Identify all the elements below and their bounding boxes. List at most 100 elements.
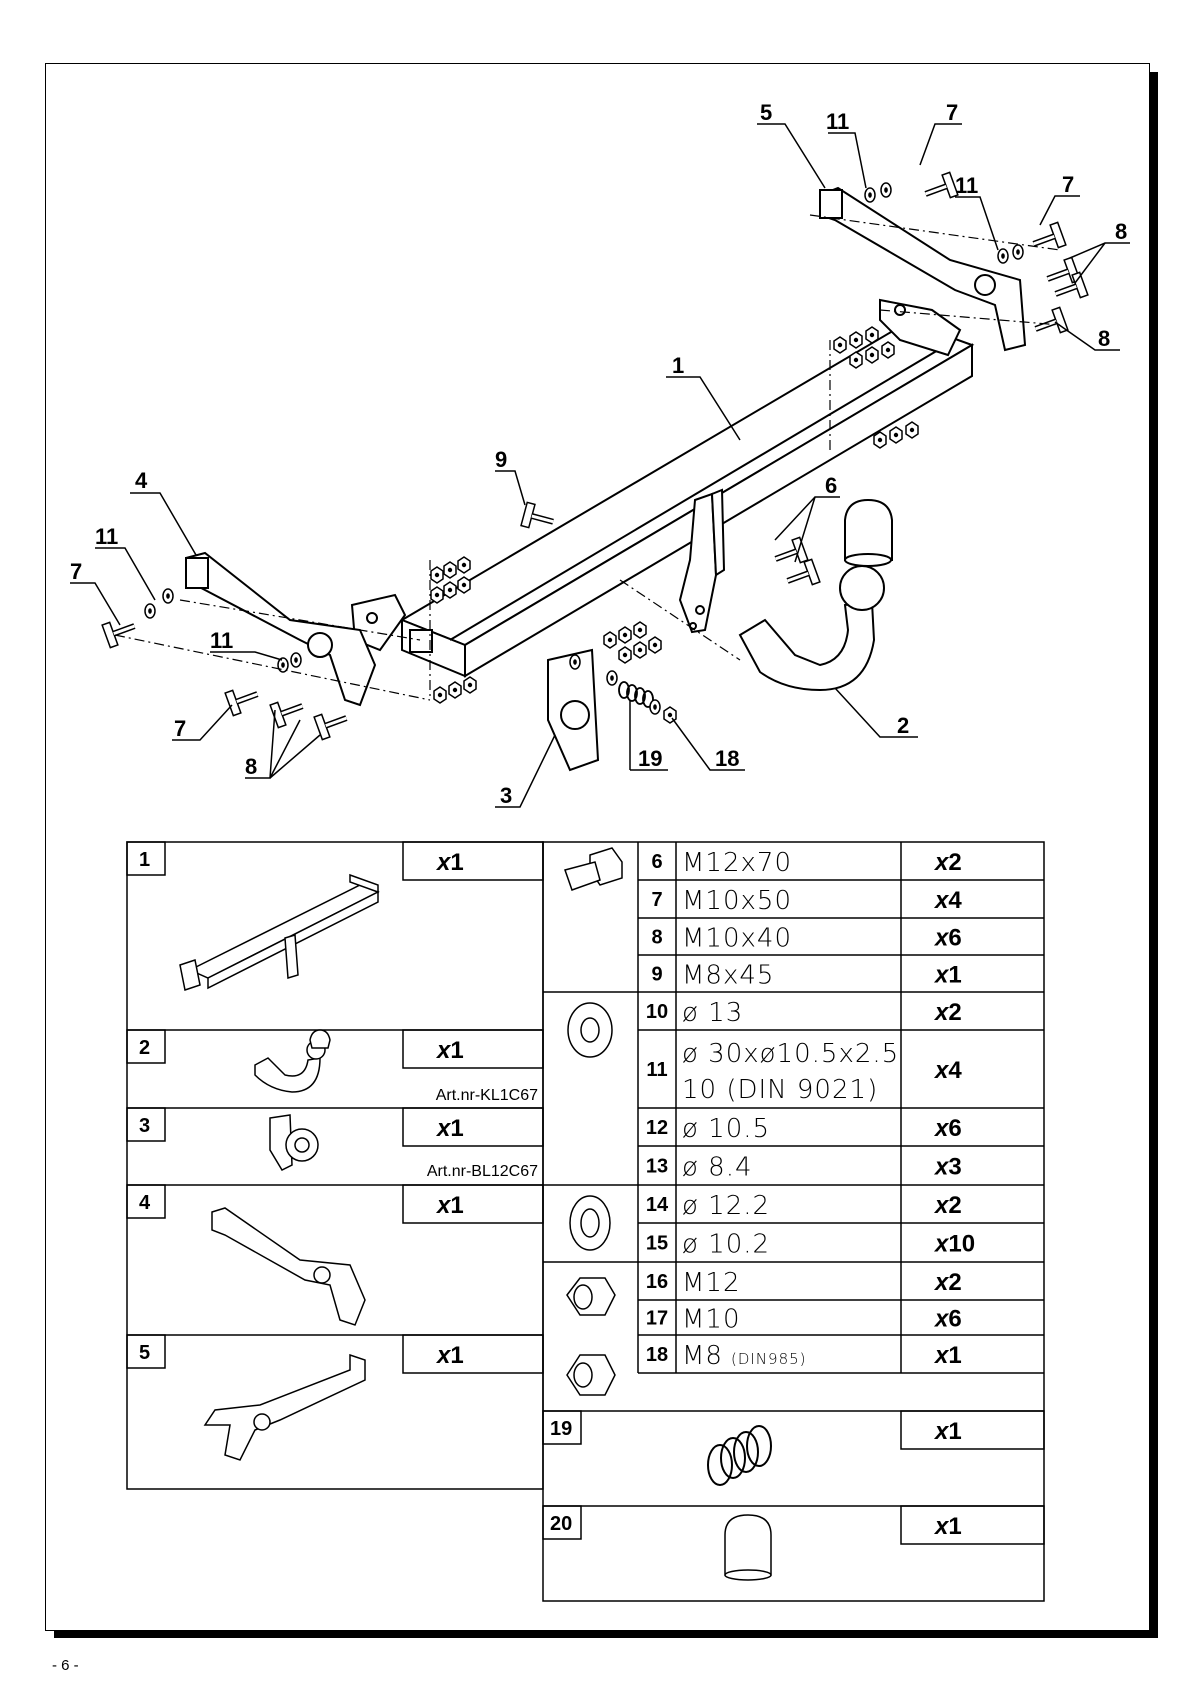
callout-label-7a: 7 [70,559,82,584]
hardware-spec: ø 12.2 [682,1191,770,1221]
hardware-no: 6 [651,851,662,873]
hardware-spec: M12 [682,1268,741,1298]
hardware-qty: x3 [933,1154,962,1181]
callout-8 [245,242,1130,779]
thumb-bolt [564,847,623,891]
spring-part-19 [618,681,654,708]
thumb-ball-cap [724,1514,772,1581]
callout-label-4: 4 [135,468,148,493]
hardware-no: 14 [646,1194,669,1216]
callout-label-11a: 11 [95,524,118,549]
callout-2 [834,687,918,738]
hardware-no: 7 [651,889,662,911]
callout-label-7b: 7 [174,716,186,741]
hardware-qty: x6 [933,1306,962,1333]
part-no-1: 1 [139,849,150,871]
callout-label-5: 5 [760,100,772,125]
svg-text:x1: x1 [933,1513,962,1540]
hardware-spec: ø 30xø10.5x2.5 [682,1039,899,1069]
qty-part-4: x1 [435,1192,464,1219]
crossbar-part-1 [399,320,975,678]
qty-part-19: x1 [933,1418,962,1445]
thumb-spring [707,1425,772,1486]
frame-shadow-right [1150,72,1158,1638]
callout-label-7c: 7 [946,100,958,125]
hardware-no: 17 [646,1308,668,1330]
hardware-spec: M10 [682,1305,741,1335]
hardware-qty: x10 [933,1231,975,1258]
hardware-no: 10 [646,1001,668,1023]
callout-19 [629,700,668,771]
callout-label-11b: 11 [210,628,233,653]
hardware-qty: x4 [933,1057,962,1084]
callout-label-7d: 7 [1062,172,1074,197]
part-no-4: 4 [139,1192,151,1214]
hardware-spec: ø 8.4 [682,1153,753,1183]
callout-label-3: 3 [500,783,512,808]
hardware-spec: ø 13 [682,998,743,1028]
hardware-spec: ø 10.5 [682,1114,770,1144]
callout-label-19: 19 [638,746,662,771]
qty-part-20: x1 [933,1513,962,1540]
article-number-socket-plate: Art.nr-BL12C67 [427,1163,538,1180]
callout-4 [130,492,197,556]
callout-label-9: 9 [495,447,507,472]
callout-18 [671,717,745,771]
side-arm-part-4 [185,551,377,707]
ball-mount-bracket [678,488,726,634]
callout-label-11d: 11 [955,173,978,198]
hardware-no: 11 [646,1059,667,1081]
svg-text:x1: x1 [435,849,464,876]
article-number-towball: Art.nr-KL1C67 [436,1087,538,1104]
callout-label-11c: 11 [826,109,849,134]
hardware-spec: M8x45 [682,961,774,991]
hardware-qty: x1 [933,1342,962,1369]
callout-label-18: 18 [715,746,739,771]
qty-part-1: x1 [435,849,464,876]
part-no-5: 5 [139,1342,150,1364]
hardware-qty: x1 [933,962,962,989]
part-no-19: 19 [550,1418,572,1440]
hardware-no: 9 [651,964,662,986]
tow-ball-part-2 [738,498,893,692]
thumb-spring-washer [569,1195,611,1251]
svg-text:x1: x1 [435,1115,464,1142]
frame-shadow-bottom [54,1630,1158,1638]
hardware-no: 12 [646,1117,668,1139]
parts-table [126,841,1045,1602]
hardware-qty: x6 [933,925,962,952]
svg-text:x1: x1 [435,1192,464,1219]
hardware-spec: M10x50 [682,886,792,916]
hardware-spec: M10x40 [682,924,792,954]
qty-part-5: x1 [435,1342,464,1369]
svg-text:x1: x1 [435,1342,464,1369]
hardware-qty: x2 [933,849,962,876]
svg-text:x1: x1 [933,1418,962,1445]
qty-part-3: x1 [435,1115,464,1142]
callout-11 [95,132,999,661]
hardware-no: 15 [646,1233,668,1255]
part-no-3: 3 [139,1115,150,1137]
hardware-spec: M12x70 [682,848,792,878]
hardware-qty: x2 [933,1192,962,1219]
thumb-washer [567,1002,613,1058]
hardware-spec: ø 10.2 [682,1230,770,1260]
callout-9 [495,470,526,506]
thumb-socket-plate [269,1114,319,1171]
part-no-20: 20 [550,1513,572,1535]
thumb-locknut [566,1354,616,1396]
hardware-qty: x4 [933,887,962,914]
hardware-qty: x6 [933,1115,962,1142]
callout-label-8a: 8 [245,754,257,779]
hardware-no: 8 [651,927,662,949]
hardware-no: 18 [646,1344,668,1366]
thumb-side-arm-4 [211,1207,366,1326]
callout-label-1: 1 [672,353,684,378]
thumb-side-arm-5 [203,1353,366,1461]
part-no-2: 2 [139,1037,150,1059]
hardware-spec-line2: 10 (DIN 9021) [682,1075,878,1105]
alignment-lines [114,214,1061,701]
thumb-towball [254,1029,331,1093]
hardware-rows: 6 M12x70 x2 7 M10x50 x4 8 M10x40 x6 9 M8x45 x1 10 ø 1… [646,848,975,1371]
hardware-qty: x2 [933,999,962,1026]
